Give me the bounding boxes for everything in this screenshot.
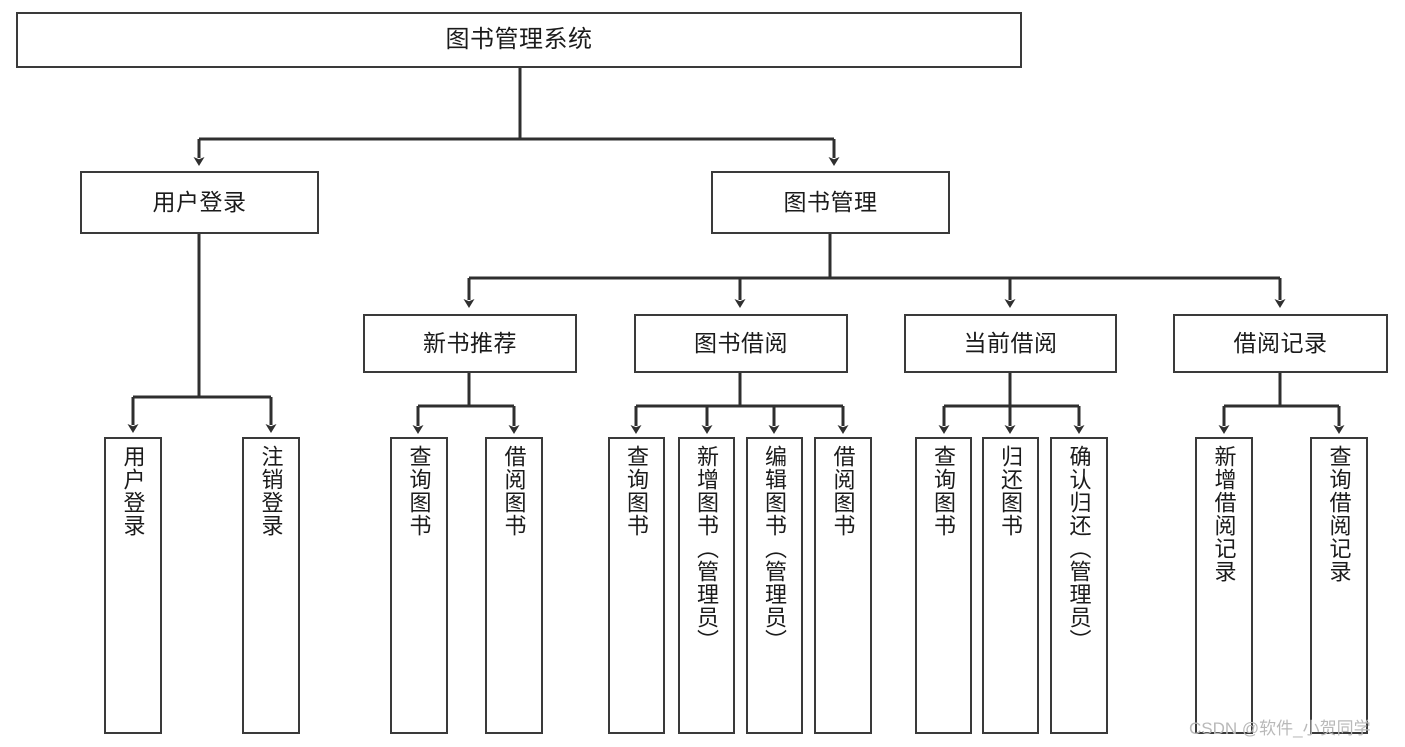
node-book-borrow[interactable]: 图书借阅 (634, 314, 848, 373)
node-label: 用户登录 (152, 188, 247, 215)
node-user-login[interactable]: 用户登录 (80, 171, 319, 234)
csdn-watermark: CSDN @软件_小贺同学 (1189, 719, 1371, 738)
leaf-query-book-borrow[interactable]: 查询图书 (608, 437, 665, 734)
leaf-borrow-book[interactable]: 借阅图书 (814, 437, 872, 734)
leaf-return-book[interactable]: 归还图书 (982, 437, 1039, 734)
node-root-system[interactable]: 图书管理系统 (16, 12, 1022, 68)
node-label: 借阅图书 (830, 445, 856, 537)
node-label: 新书推荐 (423, 329, 517, 356)
leaf-add-book[interactable]: 新增图书（管理员） (678, 437, 735, 734)
node-label: 新增图书（管理员） (694, 445, 720, 652)
node-borrow-record[interactable]: 借阅记录 (1173, 314, 1388, 373)
node-label: 查询借阅记录 (1326, 445, 1352, 583)
node-label: 借阅记录 (1233, 329, 1328, 356)
node-label: 查询图书 (624, 445, 650, 537)
leaf-query-book-current[interactable]: 查询图书 (915, 437, 972, 734)
node-book-manage[interactable]: 图书管理 (711, 171, 950, 234)
node-label: 归还图书 (998, 445, 1024, 537)
node-label: 借阅图书 (501, 445, 527, 537)
node-label: 注销登录 (258, 445, 284, 537)
node-new-book-rec[interactable]: 新书推荐 (363, 314, 577, 373)
leaf-confirm-return[interactable]: 确认归还（管理员） (1050, 437, 1108, 734)
node-label: 查询图书 (406, 445, 432, 537)
leaf-add-borrow-record[interactable]: 新增借阅记录 (1195, 437, 1253, 734)
node-label: 确认归还（管理员） (1066, 445, 1092, 652)
node-label: 查询图书 (931, 445, 957, 537)
leaf-query-book-rec[interactable]: 查询图书 (390, 437, 448, 734)
node-label: 图书管理 (783, 188, 878, 215)
node-label: 当前借阅 (963, 329, 1058, 356)
leaf-user-login[interactable]: 用户登录 (104, 437, 162, 734)
node-label: 图书管理系统 (445, 25, 593, 53)
leaf-borrow-book-rec[interactable]: 借阅图书 (485, 437, 543, 734)
leaf-logout-login[interactable]: 注销登录 (242, 437, 300, 734)
node-label: 用户登录 (120, 445, 146, 537)
leaf-query-borrow-record[interactable]: 查询借阅记录 (1310, 437, 1368, 734)
node-label: 图书借阅 (694, 329, 788, 356)
node-label: 新增借阅记录 (1211, 445, 1237, 583)
leaf-edit-book[interactable]: 编辑图书（管理员） (746, 437, 803, 734)
node-label: 编辑图书（管理员） (762, 445, 788, 652)
node-current-borrow[interactable]: 当前借阅 (904, 314, 1117, 373)
